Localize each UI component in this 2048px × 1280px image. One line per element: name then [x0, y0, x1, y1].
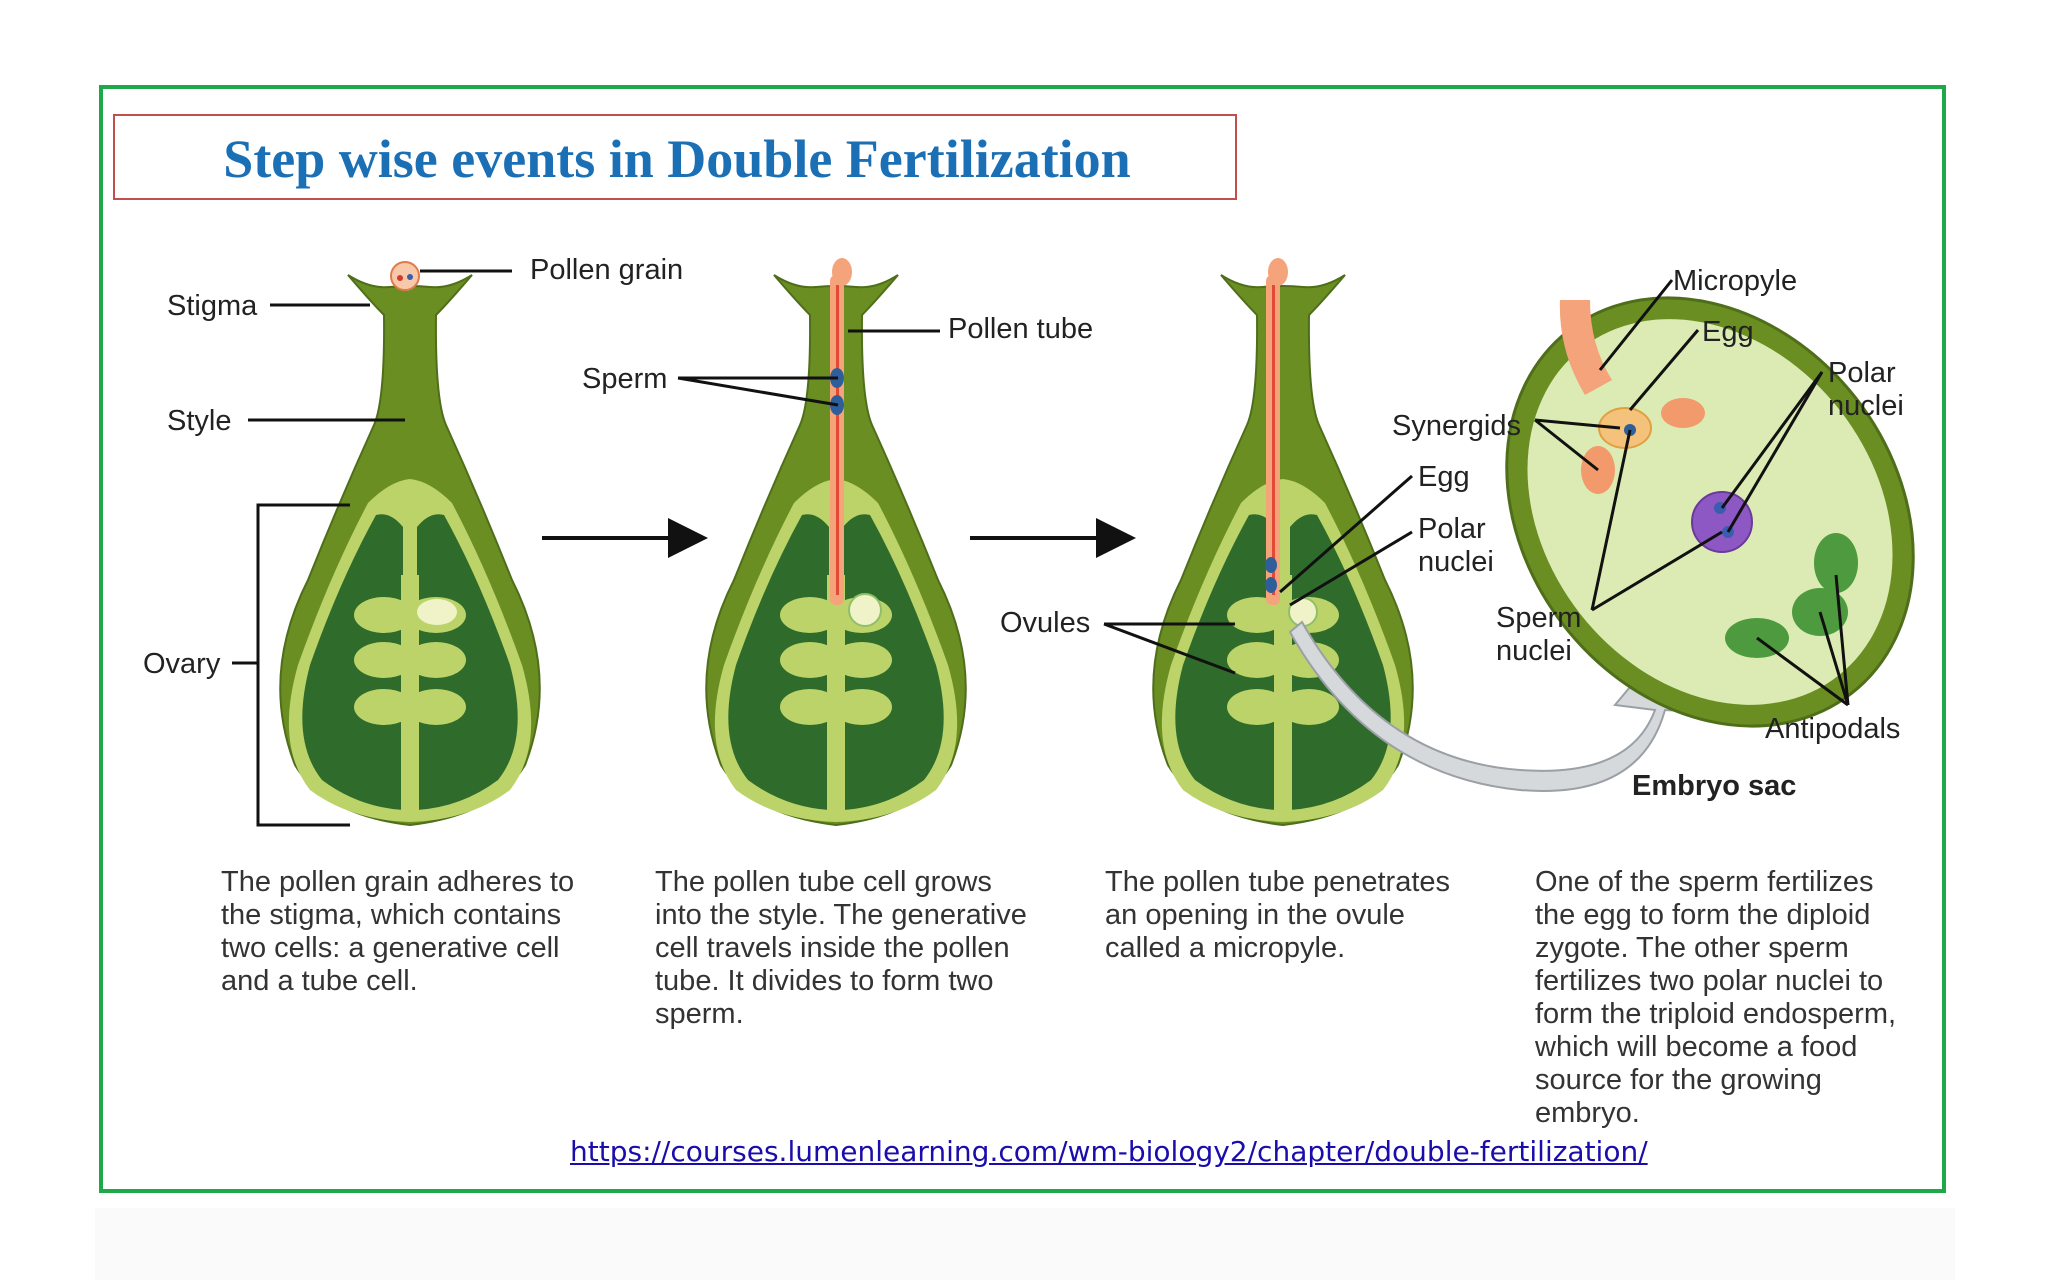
- caption-line: zygote. The other sperm: [1535, 932, 1849, 964]
- source-link[interactable]: https://courses.lumenlearning.com/wm-bio…: [570, 1135, 1648, 1168]
- label-pollen-grain: Pollen grain: [530, 254, 683, 286]
- label-polar-nuclei-line1: Polar: [1418, 513, 1486, 545]
- caption-line: an opening in the ovule: [1105, 899, 1405, 931]
- label-style: Style: [167, 405, 231, 437]
- caption-step-1: The pollen grain adheres to the stigma, …: [221, 866, 574, 998]
- pistil-3: [1152, 274, 1414, 826]
- pistil-1: [279, 274, 541, 826]
- label-polar-nuclei-line2: nuclei: [1418, 546, 1494, 578]
- caption-line: cell travels inside the pollen: [655, 932, 1010, 964]
- caption-line: The pollen tube cell grows: [655, 866, 992, 898]
- label-ovules: Ovules: [1000, 607, 1090, 639]
- caption-line: which will become a food: [1535, 1031, 1858, 1063]
- ovule-cell-1: [417, 599, 457, 625]
- caption-step-4: One of the sperm fertilizes the egg to f…: [1535, 866, 1896, 1130]
- slide-frame: [99, 85, 1946, 1193]
- label-stigma: Stigma: [167, 290, 258, 322]
- caption-line: form the triploid endosperm,: [1535, 998, 1897, 1030]
- embryo-sac: [1505, 296, 1915, 728]
- caption-line: The pollen tube penetrates: [1105, 866, 1451, 898]
- leader-lines: [232, 269, 1850, 827]
- label-antipodals: Antipodals: [1765, 713, 1900, 745]
- caption-line: two cells: a generative cell: [221, 932, 560, 964]
- label-egg: Egg: [1418, 461, 1470, 493]
- page-title: Step wise events in Double Fertilization: [223, 129, 1131, 189]
- pollen-tube-3: [1265, 258, 1318, 627]
- caption-line: into the style. The generative: [655, 899, 1027, 931]
- label-sperm-nuclei-line1: Sperm: [1496, 602, 1581, 634]
- caption-line: sperm.: [655, 998, 744, 1030]
- caption-line: called a micropyle.: [1105, 932, 1346, 964]
- caption-line: the egg to form the diploid: [1535, 899, 1871, 931]
- title-box: Step wise events in Double Fertilization: [113, 114, 1237, 200]
- caption-step-3: The pollen tube penetrates an opening in…: [1105, 866, 1450, 965]
- label-pollen-tube: Pollen tube: [948, 313, 1093, 345]
- pollen-tube-2: [830, 258, 882, 627]
- caption-line: tube. It divides to form two: [655, 965, 994, 997]
- bottom-band: [95, 1208, 1955, 1280]
- caption-line: the stigma, which contains: [221, 899, 562, 931]
- label-embryo-sac: Embryo sac: [1632, 770, 1796, 802]
- caption-line: source for the growing: [1535, 1064, 1822, 1096]
- caption-line: and a tube cell.: [221, 965, 418, 997]
- caption-line: One of the sperm fertilizes: [1535, 866, 1874, 898]
- label-polar-nuclei-sac-line2: nuclei: [1828, 390, 1904, 422]
- label-sperm: Sperm: [582, 363, 667, 395]
- caption-step-2: The pollen tube cell grows into the styl…: [655, 866, 1027, 1031]
- pollen-grain-1: [390, 261, 420, 291]
- caption-line: The pollen grain adheres to: [221, 866, 575, 898]
- label-polar-nuclei-sac-line1: Polar: [1828, 357, 1896, 389]
- label-sperm-nuclei-line2: nuclei: [1496, 635, 1572, 667]
- label-micropyle: Micropyle: [1673, 265, 1797, 297]
- label-synergids: Synergids: [1392, 410, 1521, 442]
- caption-line: embryo.: [1535, 1097, 1640, 1129]
- caption-line: fertilizes two polar nuclei to: [1535, 965, 1884, 997]
- label-egg-sac: Egg: [1702, 316, 1754, 348]
- label-ovary: Ovary: [143, 648, 221, 680]
- polar-nuclei-cell: [1691, 491, 1753, 553]
